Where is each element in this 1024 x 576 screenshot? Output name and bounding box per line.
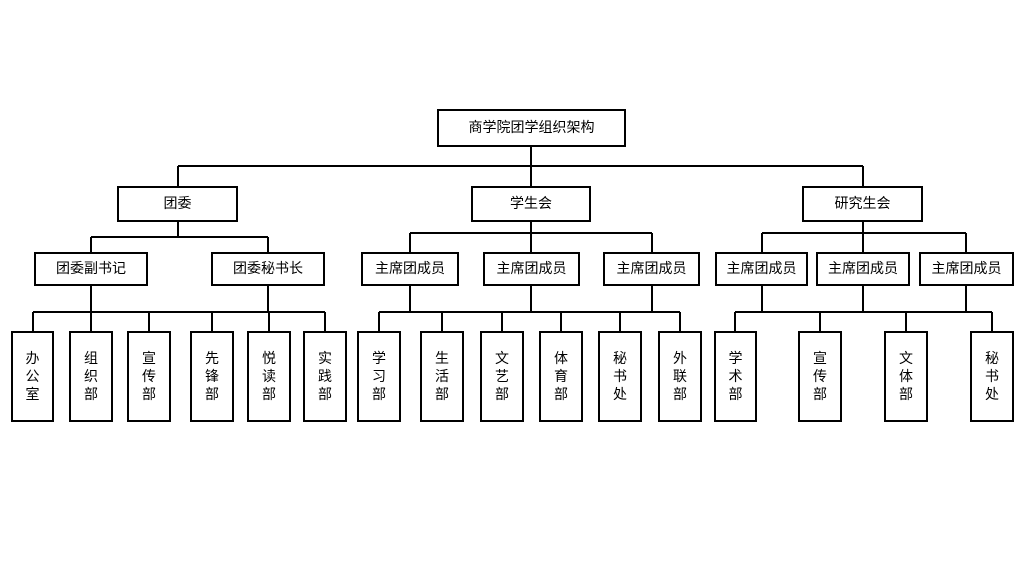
dept-node: 秘书处 <box>970 331 1014 422</box>
dept-label: 办公室 <box>25 350 40 403</box>
sub-node-tuanwei-fushuji: 团委副书记 <box>34 252 148 286</box>
dept-node: 秘书处 <box>598 331 642 422</box>
dept-node: 学习部 <box>357 331 401 422</box>
dept-label: 悦读部 <box>262 350 276 403</box>
dept-label: 生活部 <box>435 350 449 403</box>
dept-node: 宣传部 <box>127 331 171 422</box>
dept-label: 秘书处 <box>985 350 999 403</box>
sub-node-tuanwei-mishuzhang: 团委秘书长 <box>211 252 325 286</box>
dept-label: 宣传部 <box>813 350 827 403</box>
sub-node-xsh-3: 主席团成员 <box>603 252 700 286</box>
dept-node: 体育部 <box>539 331 583 422</box>
dept-label: 秘书处 <box>613 350 627 403</box>
dept-label: 学习部 <box>372 350 386 403</box>
sub-node-ysh-1: 主席团成员 <box>715 252 808 286</box>
dept-node: 外联部 <box>658 331 702 422</box>
dept-node: 文体部 <box>884 331 928 422</box>
dept-node: 组织部 <box>69 331 113 422</box>
branch-node-yanjiushenghui: 研究生会 <box>802 186 923 222</box>
sub-node-xsh-2: 主席团成员 <box>483 252 580 286</box>
dept-label: 先锋部 <box>205 350 219 403</box>
dept-label: 体育部 <box>554 350 568 403</box>
dept-label: 宣传部 <box>142 350 156 403</box>
dept-node: 学术部 <box>714 331 757 422</box>
sub-node-xsh-1: 主席团成员 <box>361 252 459 286</box>
dept-node: 先锋部 <box>190 331 234 422</box>
dept-label: 文体部 <box>899 350 913 403</box>
sub-node-ysh-3: 主席团成员 <box>919 252 1014 286</box>
dept-label: 学术部 <box>728 350 743 403</box>
root-node: 商学院团学组织架构 <box>437 109 626 147</box>
dept-label: 文艺部 <box>495 350 509 403</box>
dept-label: 实践部 <box>318 350 332 403</box>
dept-node: 悦读部 <box>247 331 291 422</box>
dept-node: 实践部 <box>303 331 347 422</box>
dept-label: 组织部 <box>84 350 98 403</box>
branch-node-tuanwei: 团委 <box>117 186 238 222</box>
dept-node: 办公室 <box>11 331 54 422</box>
sub-node-ysh-2: 主席团成员 <box>816 252 910 286</box>
dept-node: 文艺部 <box>480 331 524 422</box>
branch-node-xueshenghui: 学生会 <box>471 186 591 222</box>
dept-node: 生活部 <box>420 331 464 422</box>
dept-node: 宣传部 <box>798 331 842 422</box>
dept-label: 外联部 <box>673 350 687 403</box>
